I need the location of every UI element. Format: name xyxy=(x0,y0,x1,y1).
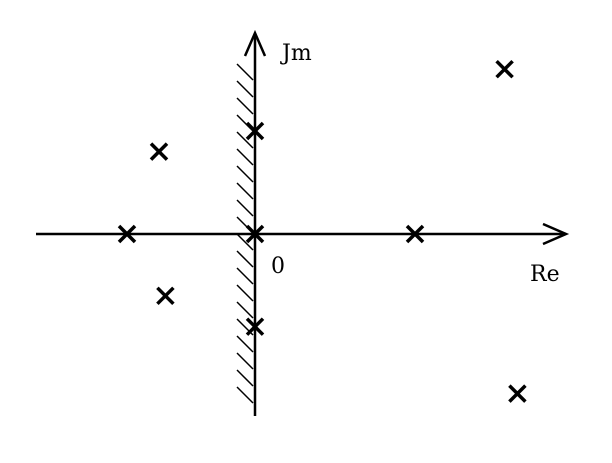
pole-marker-lower-left xyxy=(156,286,175,306)
hatch-mark xyxy=(236,63,254,81)
hatch-mark xyxy=(236,267,254,285)
pole-marker-upper-right xyxy=(495,59,514,79)
hatch-mark xyxy=(236,335,254,353)
pole-marker-lower-right xyxy=(508,384,527,403)
pole-marker-right-real xyxy=(405,224,425,244)
pole-marker-on-imag-upper xyxy=(245,121,265,141)
real-axis-arrowhead xyxy=(542,222,570,246)
pole-marker-upper-left xyxy=(149,142,169,161)
pole-marker-on-imag-lower xyxy=(245,317,265,336)
hatch-mark xyxy=(236,182,254,200)
origin-label: 0 xyxy=(271,254,285,279)
pole-marker-left-real xyxy=(117,224,137,244)
hatch-mark xyxy=(236,199,254,217)
hatch-mark xyxy=(236,369,254,387)
pole-marker-origin xyxy=(245,224,265,244)
hatch-mark xyxy=(236,148,254,166)
hatch-mark xyxy=(236,386,254,404)
hatch-mark xyxy=(236,352,254,370)
real-axis-label: Re xyxy=(530,262,560,287)
hatch-mark xyxy=(236,97,254,115)
hatch-mark xyxy=(236,165,254,183)
hatch-mark xyxy=(236,301,254,319)
hatch-mark xyxy=(236,80,254,98)
hatch-mark xyxy=(236,284,254,302)
imaginary-axis-label: Jm xyxy=(280,41,312,66)
pole-markers xyxy=(117,59,527,403)
hatched-boundary xyxy=(236,63,254,404)
imaginary-axis-arrowhead xyxy=(243,29,267,57)
hatch-mark xyxy=(236,233,254,251)
hatch-mark xyxy=(236,131,254,149)
hatch-mark xyxy=(236,250,254,268)
